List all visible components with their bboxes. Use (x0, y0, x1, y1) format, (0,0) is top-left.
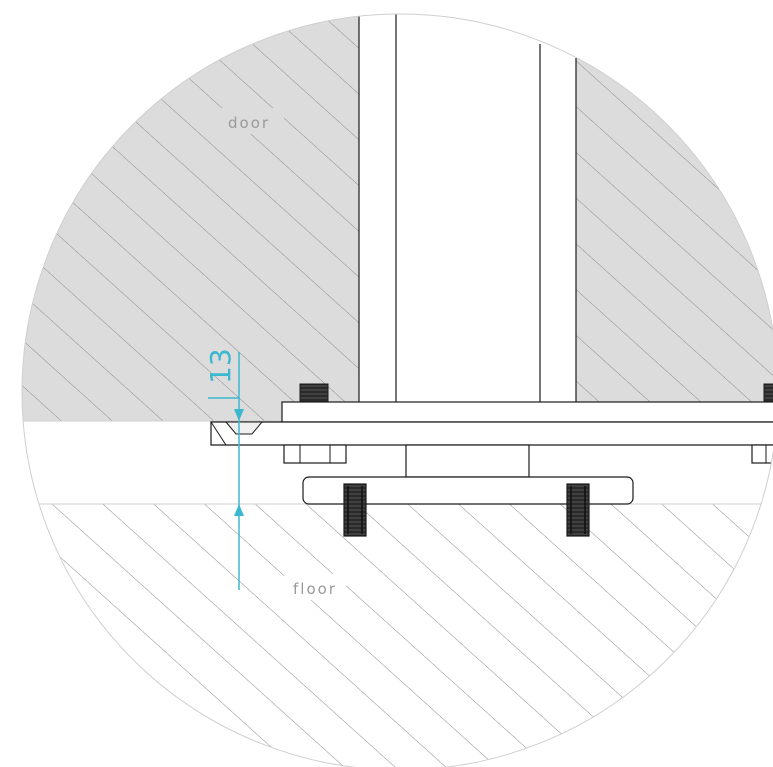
upper-plate (281, 401, 773, 423)
door-label: door (228, 114, 270, 132)
floor-area (22, 504, 773, 767)
gap-dimension (208, 352, 244, 590)
nut-left (283, 444, 347, 464)
nut-right (751, 444, 773, 464)
floor-label: floor (293, 580, 337, 598)
screw-stub-right (763, 383, 773, 403)
door-channel (359, 14, 576, 402)
spacer-block (405, 444, 530, 478)
detail-circle (21, 13, 773, 767)
anchor-screw-right (566, 483, 590, 537)
bottom-bar (302, 476, 634, 505)
seal-plate (210, 421, 773, 446)
screw-stub-left (299, 383, 329, 403)
anchor-screw-left (343, 483, 367, 537)
dimension-value: 13 (204, 348, 237, 384)
